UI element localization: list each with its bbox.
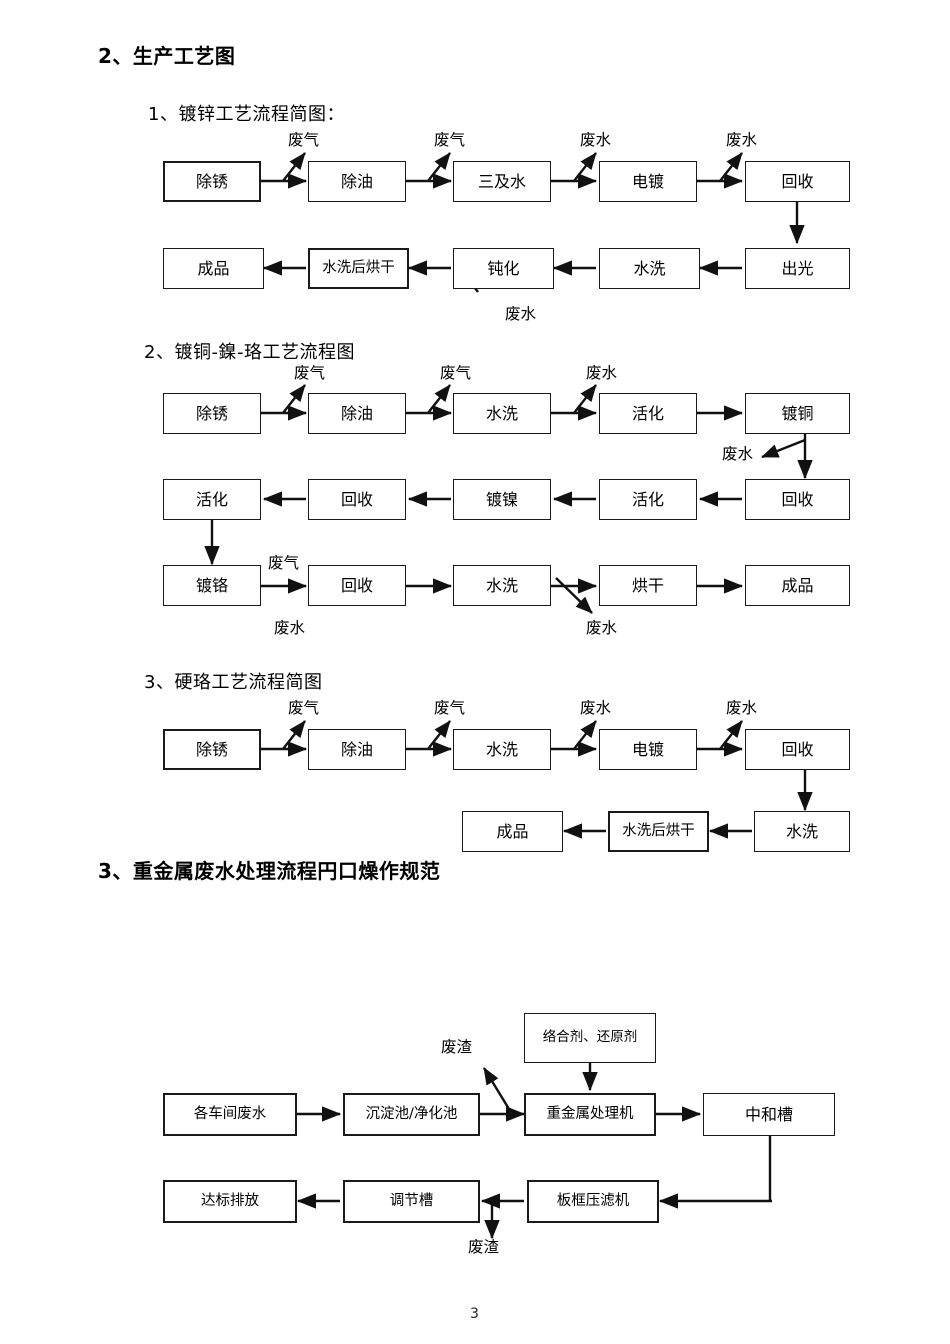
heading-section-2: 2、生产工艺图: [98, 44, 236, 68]
flow-box-huishou-2a: 回收: [308, 479, 406, 520]
flow-box-chuyou-3: 除油: [308, 729, 406, 770]
label-waste-water-c2-3: 废水: [274, 619, 306, 637]
label-waste-water-c2-2: 废水: [722, 445, 754, 463]
flow-box-huishou-1: 回收: [745, 161, 850, 202]
flow-box-shuixihonggan-1: 水洗后烘干: [308, 248, 409, 289]
flow-box-honggan-2: 烘干: [599, 565, 697, 606]
label-waste-gas-c2-3: 废气: [268, 554, 300, 572]
label-waste-residue-c4-2: 废渣: [468, 1238, 500, 1256]
flow-box-dulu-2: 镀铬: [163, 565, 261, 606]
label-waste-water-c1-1: 废水: [580, 131, 612, 149]
label-waste-water-c1-2: 废水: [726, 131, 758, 149]
flow-box-chuyou-2: 除油: [308, 393, 406, 434]
flow-box-dutong-2: 镀铜: [745, 393, 850, 434]
label-waste-gas-c1-1: 废气: [288, 131, 320, 149]
flow-box-sedimentation-tank: 沉淀池/净化池: [343, 1093, 480, 1136]
flow-box-shuixi-2: 水洗: [453, 393, 551, 434]
label-waste-water-c3-2: 废水: [726, 699, 758, 717]
label-waste-gas-c2-1: 废气: [294, 364, 326, 382]
flow-box-chuyou-1: 除油: [308, 161, 406, 202]
flow-box-diandu-3: 电镀: [599, 729, 697, 770]
flow-box-shuixi-3b: 水洗: [754, 811, 850, 852]
label-waste-water-c2-4: 废水: [586, 619, 618, 637]
heading-section-3: 3、重金属废水处理流程円口燥作规范: [98, 859, 441, 883]
flow-box-huohua-2c: 活化: [599, 479, 697, 520]
label-waste-gas-c2-2: 废气: [440, 364, 472, 382]
label-waste-water-c2-1: 废水: [586, 364, 618, 382]
flow-box-reagent: 络合剂、还原剂: [524, 1013, 656, 1063]
flow-box-huohua-2a: 活化: [599, 393, 697, 434]
flow-box-chuxiu-2: 除锈: [163, 393, 261, 434]
flow-box-shuixi-1: 水洗: [599, 248, 700, 289]
flow-box-dunhua-1: 钝化: [453, 248, 554, 289]
page-number: 3: [470, 1306, 479, 1322]
flow-box-shuixi-2b: 水洗: [453, 565, 551, 606]
label-waste-gas-c3-2: 废气: [434, 699, 466, 717]
flow-box-huishou-2c: 回收: [308, 565, 406, 606]
flow-box-shuixi-3: 水洗: [453, 729, 551, 770]
flow-box-chengpin-3: 成品: [462, 811, 563, 852]
flow-box-huishou-2b: 回收: [745, 479, 850, 520]
label-waste-gas-c3-1: 废气: [288, 699, 320, 717]
flow-box-workshop-wastewater: 各车间废水: [163, 1093, 297, 1136]
flow-box-diandu-1: 电镀: [599, 161, 697, 202]
flow-box-dunie-2: 镀镍: [453, 479, 551, 520]
flow-box-chengpin-2: 成品: [745, 565, 850, 606]
heading-chart-2: 2、镀铜-鎳-珞工艺流程图: [144, 342, 355, 363]
flow-box-sanjishui-1: 三及水: [453, 161, 551, 202]
label-waste-water-c1-3: 废水: [505, 305, 537, 323]
flow-box-chuxiu-3: 除锈: [163, 729, 261, 770]
flow-box-chengpin-1: 成品: [163, 248, 264, 289]
label-waste-residue-c4-1: 废渣: [441, 1038, 473, 1056]
flow-box-filter-press: 板框压滤机: [527, 1180, 659, 1223]
flow-box-huishou-3: 回收: [745, 729, 850, 770]
flow-box-shuixihonggan-3: 水洗后烘干: [608, 811, 709, 852]
flow-box-huohua-2b: 活化: [163, 479, 261, 520]
flow-box-chuxiu-1: 除锈: [163, 161, 261, 202]
flow-box-standard-discharge: 达标排放: [163, 1180, 297, 1223]
label-waste-water-c3-1: 废水: [580, 699, 612, 717]
label-waste-gas-c1-2: 废气: [434, 131, 466, 149]
heading-chart-1: 1、镀锌工艺流程简图：: [148, 104, 345, 125]
flow-box-chuguang-1: 出光: [745, 248, 850, 289]
flow-box-neutralization-tank: 中和槽: [703, 1093, 835, 1136]
flow-box-adjustment-tank: 调节槽: [343, 1180, 480, 1223]
heading-chart-3: 3、硬珞工艺流程简图: [144, 672, 323, 693]
flow-box-heavy-metal-processor: 重金属处理机: [524, 1093, 656, 1136]
